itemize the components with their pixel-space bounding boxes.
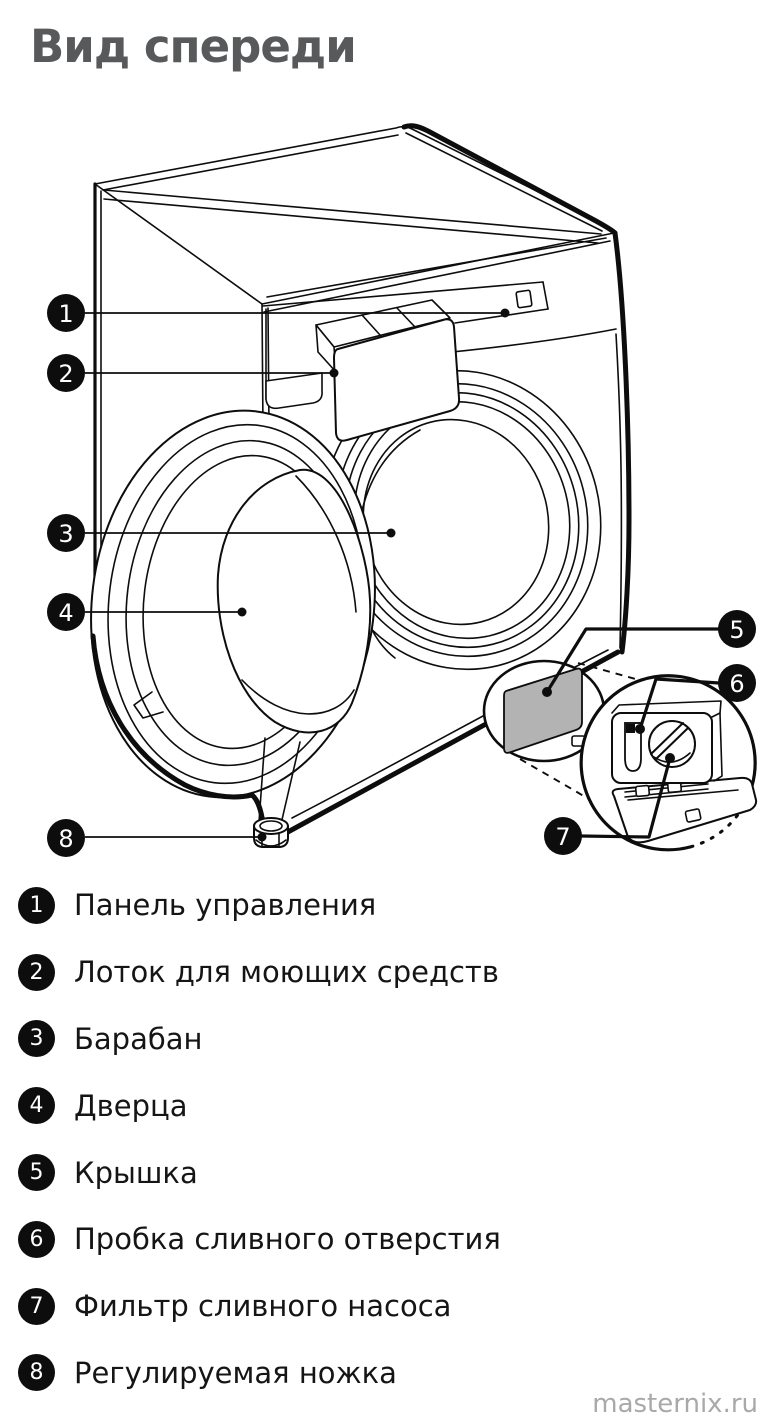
legend-label: Дверца [74,1088,188,1123]
door-glass [216,468,372,734]
washer-top-right-edge [401,123,618,236]
legend-badge: 4 [18,1087,55,1125]
display-icon [515,289,533,309]
svg-text:6: 6 [729,670,744,698]
callout-lines [85,308,720,842]
callout-line-7 [580,757,672,839]
drum-hole [362,418,550,626]
legend-label: Фильтр сливного насоса [74,1289,452,1324]
door-rim-shadow [90,633,266,826]
legend-item-pump-filter: 7 Фильтр сливного насоса [18,1273,738,1340]
svg-text:5: 5 [729,616,744,644]
diagram-badge-5 [718,610,756,648]
washer-right-edge [612,230,632,655]
drain-plug-icon [626,724,635,733]
legend-item-drain-plug: 6 Пробка сливного отверстия [18,1206,738,1273]
svg-text:4: 4 [58,599,73,627]
legend-label: Лоток для моющих средств [74,955,499,990]
legend-label: Регулируемая ножка [74,1355,397,1390]
legend-badge: 5 [18,1154,55,1192]
legend-item-detergent-tray: 2 Лоток для моющих средств [18,939,738,1006]
callout-line-5 [545,627,719,693]
diagram-badge-1 [47,294,85,332]
callout-line-6 [638,677,720,730]
legend-item-cover: 5 Крышка [18,1139,738,1206]
diagram-badge-7 [544,817,582,855]
door-open [90,409,376,826]
diagram-badge-2 [47,354,85,392]
legend-badge: 1 [18,886,55,924]
svg-text:1: 1 [58,300,73,328]
washing-machine-diagram: 1 2 3 4 5 6 7 8 [47,123,758,857]
control-panel [262,281,617,353]
legend-item-door: 4 Дверца [18,1072,738,1139]
svg-text:8: 8 [58,825,73,853]
legend-label: Крышка [74,1155,198,1190]
legend-list: 1 Панель управления 2 Лоток для моющих с… [18,872,738,1406]
pump-cover-area [482,659,606,763]
legend-badge: 2 [18,953,55,991]
legend-item-adjustable-foot: 8 Регулируемая ножка [18,1340,738,1407]
svg-text:3: 3 [58,520,73,548]
legend-badge: 7 [18,1287,55,1325]
drain-tube [624,722,642,772]
legend-item-control-panel: 1 Панель управления [18,872,738,939]
diagram-badge-3 [47,514,85,552]
legend-item-drum: 3 Барабан [18,1006,738,1073]
legend-badge: 8 [18,1354,55,1392]
adjustable-foot [253,817,289,848]
washer-top-face [94,125,615,305]
pump-cover-panel [503,667,583,754]
callout-badges: 1 2 3 4 5 6 7 8 [47,294,756,857]
watermark: masternix.ru [592,1389,758,1419]
filter-detail-circle [579,674,758,852]
legend-badge: 6 [18,1220,55,1258]
page-title: Вид спереди [30,20,357,73]
legend-label: Панель управления [74,888,377,923]
legend-badge: 3 [18,1020,55,1058]
door-hinge-notch [133,691,164,719]
svg-text:2: 2 [58,360,73,388]
diagram-badge-8 [47,819,85,857]
diagram-badge-4 [47,593,85,631]
legend-label: Пробка сливного отверстия [74,1222,501,1257]
svg-text:7: 7 [555,823,570,851]
diagram-badge-6 [718,664,756,702]
legend-label: Барабан [74,1021,203,1056]
detergent-drawer [265,299,461,442]
drawer-front-face [333,318,461,442]
